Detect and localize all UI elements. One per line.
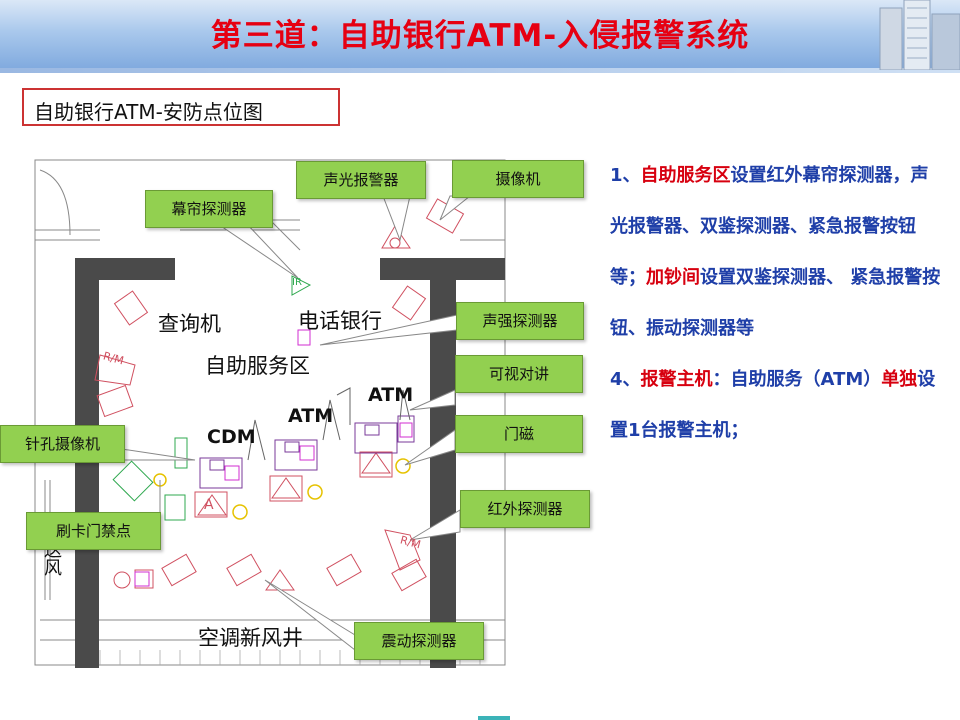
- desc-p2-num: 4、: [610, 369, 641, 390]
- label-atm-2: ATM: [368, 384, 414, 406]
- room-air-shaft: 空调新风井: [198, 626, 303, 650]
- callout-door-magnet: 门磁: [455, 415, 583, 453]
- desc-p2-text2: 设置1台报警主机；: [610, 369, 936, 441]
- subtitle-box: 自助银行ATM-安防点位图: [22, 88, 340, 126]
- floor-plan: IR R/M R/M A 查询机 电话银行 自助服务区 空调新风井 送风 CDM…: [0, 140, 600, 680]
- room-phone-bank: 电话银行: [298, 309, 382, 333]
- desc-p1-red1: 自助服务区: [640, 165, 731, 186]
- desc-p2-red1: 报警主机: [640, 369, 713, 390]
- callout-sound-light-alarm: 声光报警器: [296, 161, 426, 199]
- desc-p2-text1: ：自助服务（ATM）: [712, 369, 882, 390]
- callout-sound-detector: 声强探测器: [456, 302, 584, 340]
- callout-curtain-detector: 幕帘探测器: [145, 190, 273, 228]
- slide-title: 第三道：自助银行ATM-入侵报警系统: [210, 18, 750, 54]
- description-panel: 1、自助服务区设置红外幕帘探测器，声光报警器、双鉴探测器、紧急报警按钮等；加钞间…: [610, 150, 945, 456]
- callout-card-access: 刷卡门禁点: [26, 512, 161, 550]
- callout-camera: 摄像机: [452, 160, 584, 198]
- label-atm-1: ATM: [288, 405, 334, 427]
- bottom-accent: [478, 716, 510, 720]
- header-stripe: [0, 68, 960, 73]
- floor-plan-drawing: [34, 159, 506, 668]
- callout-pinhole-camera: 针孔摄像机: [0, 425, 125, 463]
- desc-p1-text2: 设置双鉴探测器、 紧急报警按钮、振动探测器等: [610, 267, 941, 339]
- symbol-a: A: [204, 497, 214, 513]
- label-cdm: CDM: [207, 426, 256, 448]
- desc-p1-num: 1、: [610, 165, 641, 186]
- room-inquiry: 查询机: [158, 312, 221, 336]
- symbol-ir: IR: [292, 277, 302, 288]
- callout-vibration-detector: 震动探测器: [354, 622, 484, 660]
- subtitle-text: 自助银行ATM-安防点位图: [34, 100, 263, 124]
- desc-p1-text1: 设置红外幕帘探测器，声光报警器、双鉴探测器、紧急报警按钮等；: [610, 165, 929, 288]
- building-icon: [879, 0, 960, 70]
- header-band: [0, 0, 960, 70]
- room-self-service: 自助服务区: [205, 354, 310, 378]
- callout-intercom: 可视对讲: [455, 355, 583, 393]
- desc-p2-red2: 单独: [881, 369, 918, 390]
- desc-p1-red2: 加钞间: [646, 267, 700, 288]
- callout-infrared-detector: 红外探测器: [460, 490, 590, 528]
